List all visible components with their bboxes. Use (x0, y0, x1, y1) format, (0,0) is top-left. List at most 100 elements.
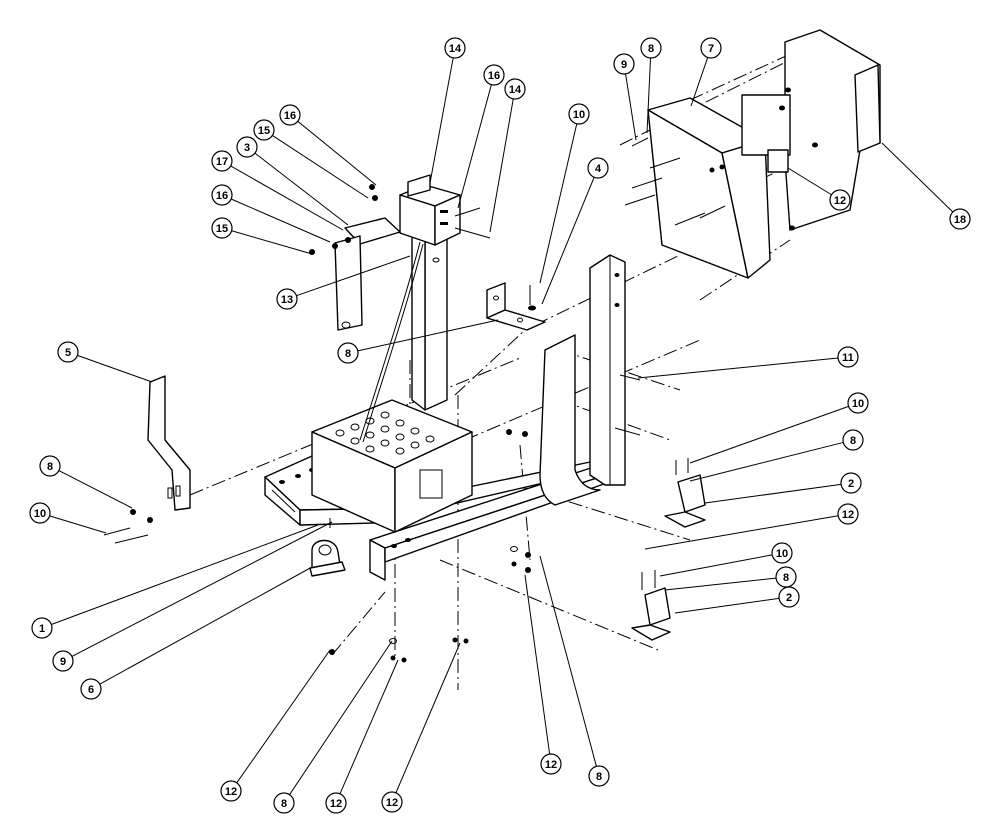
vertical-post (411, 224, 448, 411)
callout-bubble (840, 472, 862, 494)
callout-number: 8 (850, 435, 856, 447)
callout-12: 12 (381, 642, 461, 813)
callout-leader (674, 597, 780, 614)
callout-number: 3 (244, 142, 250, 154)
post-top-bracket (399, 174, 461, 246)
callout-leader (429, 57, 454, 184)
callout-number: 8 (648, 43, 654, 55)
callout-12: 12 (787, 167, 851, 211)
callout-leader (289, 640, 393, 795)
callout-number: 8 (281, 798, 287, 810)
callout-bubble (778, 586, 800, 608)
callout-leader (457, 84, 492, 209)
mount-plate (334, 217, 401, 331)
callout-number: 14 (509, 84, 522, 96)
callout-leader (539, 555, 597, 767)
cable (359, 241, 421, 441)
callout-10: 10 (539, 103, 590, 284)
callout-bubble (568, 103, 590, 125)
callout-1: 1 (31, 524, 319, 639)
bracket-2-upper (664, 474, 706, 528)
callout-11: 11 (637, 346, 859, 379)
callout-13: 13 (276, 255, 411, 310)
callout-bubble (29, 502, 51, 524)
callout-bubble (847, 392, 869, 414)
callout-leader (689, 405, 849, 464)
callout-number: 2 (786, 592, 792, 604)
callout-number: 16 (488, 70, 500, 82)
callout-bubble (211, 217, 233, 239)
callout-leader (77, 354, 153, 383)
callout-bubble (236, 136, 258, 158)
callout-leader (489, 98, 514, 233)
callout-bubble (381, 791, 403, 813)
callout-12: 12 (644, 503, 859, 550)
step-platform (311, 399, 473, 533)
callout-bubble (483, 64, 505, 86)
callout-leader (49, 515, 107, 534)
callout-number: 16 (284, 110, 296, 122)
callout-number: 8 (345, 348, 351, 360)
callout-2: 2 (704, 472, 862, 504)
callout-bubble (949, 208, 971, 230)
callout-4: 4 (541, 157, 609, 305)
callout-10: 10 (689, 392, 869, 464)
callout-number: 2 (848, 478, 854, 490)
callout-number: 10 (776, 548, 788, 560)
callout-leader (644, 515, 839, 550)
callout-leader (51, 524, 319, 625)
callout-leader (395, 642, 461, 794)
callout-number: 18 (954, 214, 966, 226)
callout-leader (539, 123, 578, 284)
callout-8: 8 (640, 37, 662, 134)
callout-number: 8 (596, 771, 602, 783)
callout-8: 8 (539, 555, 610, 787)
callout-bubble (588, 765, 610, 787)
callout-bubble (276, 288, 298, 310)
callout-bubble (80, 678, 102, 700)
callout-bubble (337, 342, 359, 364)
callout-bubble (640, 37, 662, 59)
angle-bracket-4 (486, 282, 546, 331)
callout-leader (659, 554, 773, 577)
callout-12: 12 (524, 574, 562, 775)
callout-9: 9 (613, 53, 637, 141)
callout-3: 3 (236, 136, 349, 226)
callout-number: 1 (39, 623, 45, 635)
callout-8: 8 (689, 429, 864, 482)
callout-number: 15 (258, 125, 270, 137)
callout-number: 4 (595, 163, 602, 175)
callout-15: 15 (253, 119, 369, 199)
bearing-6 (309, 539, 346, 577)
callout-bubble (211, 184, 233, 206)
callout-10: 10 (659, 542, 793, 577)
callout-leader (254, 152, 349, 226)
callout-number: 12 (330, 798, 342, 810)
callout-bubble (279, 104, 301, 126)
callout-12: 12 (220, 649, 331, 802)
callout-leader (231, 230, 313, 255)
callout-leader (524, 574, 551, 755)
callout-17: 17 (211, 150, 344, 231)
callout-bubble (325, 792, 347, 814)
callout-bubble (39, 455, 61, 477)
bracket-2-lower (631, 587, 671, 641)
callout-number: 10 (34, 508, 46, 520)
callout-leader (646, 57, 652, 134)
callout-number: 16 (216, 190, 228, 202)
callout-number: 9 (621, 59, 627, 71)
right-angle-post (589, 254, 626, 486)
curved-panel (539, 334, 601, 506)
callout-8: 8 (664, 566, 797, 591)
callout-number: 12 (834, 195, 846, 207)
callout-leader (58, 470, 133, 509)
callout-8: 8 (337, 319, 499, 364)
callout-leader (787, 167, 832, 196)
callout-leader (357, 319, 499, 352)
callout-bubble (211, 150, 233, 172)
callout-bubble (253, 119, 275, 141)
callout-number: 9 (60, 656, 66, 668)
callout-5: 5 (57, 341, 153, 383)
callout-number: 7 (708, 43, 714, 55)
